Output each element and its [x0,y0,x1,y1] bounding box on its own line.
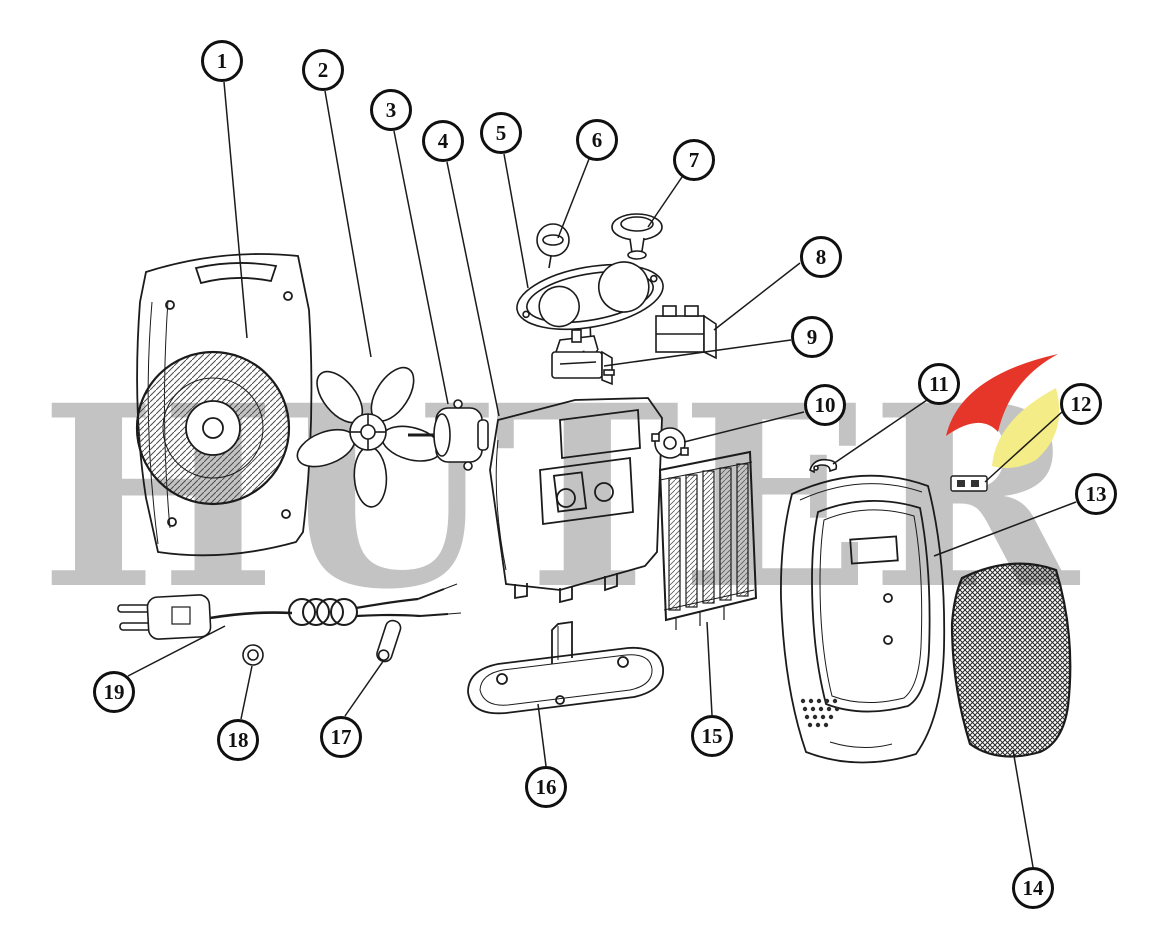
part-knob-small [536,223,570,269]
part-cord-anchor [376,619,402,663]
part-motor [408,399,489,471]
leader-18 [240,665,253,720]
part-round-switch [651,427,689,459]
logo-yellow-swoosh [992,388,1060,468]
part-rear-housing [135,253,313,557]
part-thermostat [551,329,615,386]
leader-13 [933,501,1077,557]
callout-8: 8 [800,236,842,278]
leader-7 [647,176,683,228]
part-knob-cap [611,213,663,260]
callout-3: 3 [370,89,412,131]
huter-logo-mark [946,354,1060,468]
callout-1: 1 [201,40,243,82]
part-front-housing [780,474,946,764]
part-heating-element [658,450,758,630]
leader-16 [537,703,547,767]
leader-4 [446,161,500,417]
callout-12: 12 [1060,383,1102,425]
callout-19: 19 [93,671,135,713]
callout-2: 2 [302,49,344,91]
callout-9: 9 [791,316,833,358]
callout-18: 18 [217,719,259,761]
callout-15: 15 [691,715,733,757]
part-base [467,620,664,715]
callout-16: 16 [525,766,567,808]
logo-red-swoosh [946,354,1058,436]
leader-10 [683,411,805,443]
callout-7: 7 [673,139,715,181]
part-power-cord [117,583,462,640]
callout-10: 10 [804,384,846,426]
leader-lines [127,81,1077,868]
part-top-cover [516,261,664,356]
leader-17 [344,659,385,717]
part-duct-frame [489,397,663,604]
leader-11 [832,399,928,465]
leader-14 [1012,749,1034,868]
callout-14: 14 [1012,867,1054,909]
part-clip [809,458,838,474]
leader-3 [393,130,449,405]
leader-19 [127,625,226,677]
callout-4: 4 [422,120,464,162]
speaker-dots [800,698,840,728]
callout-13: 13 [1075,473,1117,515]
callout-11: 11 [918,363,960,405]
part-washer [242,644,264,666]
part-indicator [950,475,988,492]
leader-2 [324,90,372,358]
leader-5 [503,153,529,289]
leader-12 [984,411,1063,483]
callout-6: 6 [576,119,618,161]
part-front-grille [950,562,1072,758]
callout-17: 17 [320,716,362,758]
leader-8 [713,262,801,331]
leader-9 [603,339,792,367]
part-fan-blade [296,366,442,508]
leader-6 [557,158,590,239]
leader-1 [223,81,248,339]
part-switch [655,305,717,360]
leader-15 [706,621,713,716]
callout-5: 5 [480,112,522,154]
